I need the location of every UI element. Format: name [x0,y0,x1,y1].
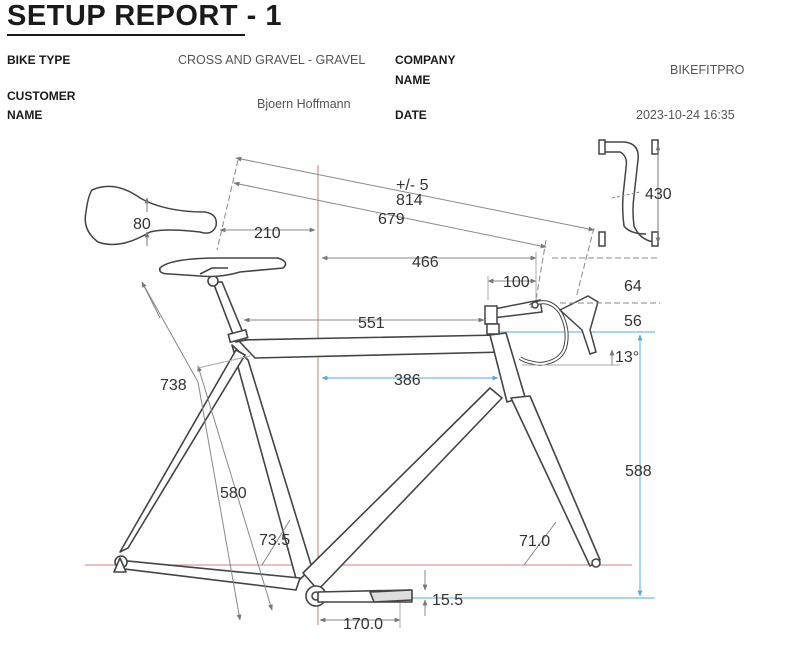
dim-setback: 210 [254,225,281,242]
dim-spacers: 56 [624,313,642,330]
dim-frame-reach: 386 [394,372,421,389]
bike-type-value: CROSS AND GRAVEL - GRAVEL [178,53,366,67]
customer-name-label-line1: CUSTOMER [7,89,76,103]
dim-stem-length: 100 [503,274,530,291]
dim-seat-angle: 73.5 [259,532,290,549]
customer-name-value: Bjoern Hoffmann [257,97,351,111]
company-name-label-line1: COMPANY [395,53,456,67]
dim-bb-drop: 15.5 [432,592,463,609]
handlebar-stem-side [484,295,599,367]
dim-saddle-height: 738 [160,377,187,394]
seatpost-and-saddle [158,257,287,344]
dim-seat-tube: 580 [220,485,247,502]
company-name-label-line2: NAME [395,73,431,87]
report-title: SETUP REPORT - 1 [7,0,282,32]
dim-saddle-width: 80 [133,216,151,233]
handlebar-front-view [598,139,661,247]
dim-frame-stack: 588 [625,463,652,480]
saddle-top-view [84,185,218,246]
dim-head-angle: 71.0 [519,533,550,550]
dim-bar-width: 430 [645,186,672,203]
customer-name-label-line2: NAME [7,108,43,122]
dim-bar-drop: 64 [624,278,642,295]
bike-type-label: BIKE TYPE [7,53,71,67]
dim-reach-to-bar: 466 [412,254,439,271]
dim-top-tube: 551 [358,315,385,332]
date-label: DATE [395,108,427,122]
dim-tolerance: +/- 5 [396,177,429,194]
dim-saddle-to-bar: 679 [378,211,405,228]
dim-stem-angle: 13° [615,349,639,366]
saddle-to-bar-line [233,181,547,249]
company-name-value: BIKEFITPRO [670,63,745,77]
date-value: 2023-10-24 16:35 [636,108,735,122]
dim-saddle-to-hoods: 814 [396,192,423,209]
title-underline [7,34,245,36]
dim-crank-length: 170.0 [343,616,383,633]
